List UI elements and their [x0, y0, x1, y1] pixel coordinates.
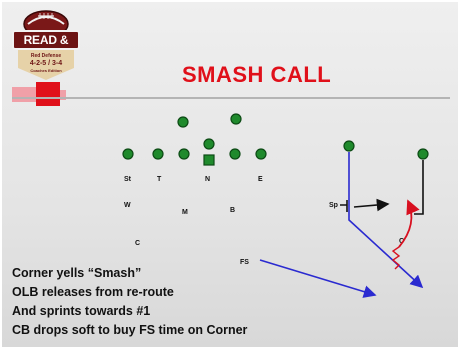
slide: READ & REACT Red Defense 4-2-5 / 3-4 Coa…	[2, 2, 458, 347]
defender-st-label: St	[124, 176, 132, 183]
cb-drop-arrow	[398, 199, 420, 248]
note-line-1: Corner yells “Smash”	[12, 266, 142, 280]
note-line-4: CB drops soft to buy FS time on Corner	[12, 323, 248, 337]
olb-release-arrow	[353, 198, 390, 212]
note-line-3: And sprints towards #1	[12, 304, 151, 318]
wide-receiver-hitch	[414, 160, 424, 215]
play-diagram: St T N E W M B C FS Sp C	[122, 113, 429, 298]
defender-c-route-label: C	[399, 238, 404, 245]
defender-m-label: M	[182, 209, 188, 216]
accent-block-small	[60, 90, 66, 100]
accent-block-red	[36, 82, 60, 106]
offense-player-line-1	[122, 148, 134, 160]
defender-c-label: C	[135, 240, 140, 247]
fs-route-arrow	[259, 259, 377, 298]
offense-receiver-slot	[343, 140, 355, 152]
sp-jam-marker	[340, 200, 348, 212]
slide-title: SMASH CALL	[182, 62, 332, 87]
logo-sub-top: Red Defense	[30, 53, 62, 59]
offense-player-back-left	[177, 116, 189, 128]
offense-player-back-right	[230, 113, 242, 125]
defender-fs-label: FS	[240, 259, 249, 266]
defender-w-label: W	[124, 202, 131, 209]
read-react-logo: READ & REACT Red Defense 4-2-5 / 3-4 Coa…	[8, 6, 84, 84]
note-line-2: OLB releases from re-route	[12, 285, 174, 299]
offense-player-line-5	[255, 148, 267, 160]
cb-backpedal-squiggle	[391, 246, 401, 270]
defender-sp-label: Sp	[329, 202, 338, 209]
offense-player-line-2	[152, 148, 164, 160]
defender-n-label: N	[205, 176, 210, 183]
defender-e-label: E	[258, 176, 263, 183]
title-rule	[12, 97, 450, 99]
coaching-notes: Corner yells “Smash” OLB releases from r…	[12, 264, 452, 340]
logo-sub-main: 4-2-5 / 3-4	[29, 60, 63, 67]
offense-center	[203, 154, 215, 166]
defender-t-label: T	[157, 176, 162, 183]
logo-sub-bottom: Coaches Edition	[30, 68, 62, 73]
offense-player-line-4	[229, 148, 241, 160]
offense-receiver-wide	[417, 148, 429, 160]
offense-player-line-3	[178, 148, 190, 160]
offense-player-qb	[203, 138, 215, 150]
defender-b-label: B	[230, 207, 235, 214]
